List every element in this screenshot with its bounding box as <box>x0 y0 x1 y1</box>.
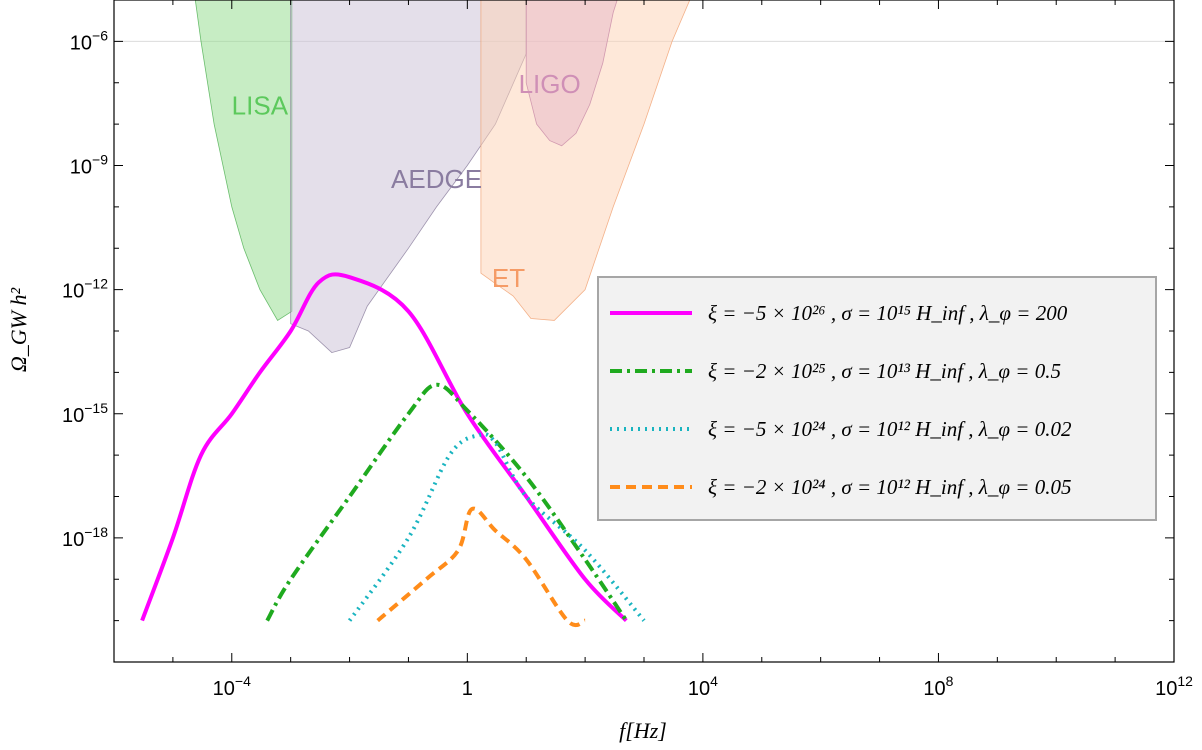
region-label-et: ET <box>492 263 525 293</box>
region-label-lisa: LISA <box>232 90 289 120</box>
legend: ξ = −5 × 10²⁶ , σ = 10¹⁵ H_inf , λ_φ = 2… <box>597 276 1157 521</box>
legend-entry: ξ = −2 × 10²⁵ , σ = 10¹³ H_inf , λ_φ = 0… <box>708 359 1061 383</box>
legend-entry: ξ = −2 × 10²⁴ , σ = 10¹² H_inf , λ_φ = 0… <box>708 475 1071 499</box>
y-tick-label: 10−15 <box>62 400 108 427</box>
series-curves <box>140 272 646 628</box>
x-tick-label: 104 <box>688 673 718 700</box>
series-line-1 <box>140 272 628 623</box>
series-line-4 <box>376 506 586 628</box>
x-tick-label: 1012 <box>1155 673 1193 700</box>
x-tick-label: 1 <box>462 678 473 700</box>
region-ligo <box>525 0 618 147</box>
y-axis-label: Ω_GW h² <box>6 287 31 372</box>
axes: 10−4 1 104 108 1012 10−6 10−9 10−12 10−15 10−18 <box>62 0 1193 700</box>
region-label-ligo: LIGO <box>519 69 581 99</box>
y-tick-label: 10−6 <box>70 27 108 54</box>
legend-entry: ξ = −5 × 10²⁶ , σ = 10¹⁵ H_inf , λ_φ = 2… <box>708 301 1068 325</box>
series-line-3 <box>347 432 646 622</box>
x-tick-label: 108 <box>923 673 953 700</box>
region-labels: LISA AEDGE ET LIGO <box>232 69 581 293</box>
series-line-2 <box>265 382 628 622</box>
sensitivity-regions <box>194 0 691 354</box>
region-label-aedge: AEDGE <box>391 164 482 194</box>
legend-box <box>597 276 1157 521</box>
y-tick-label: 10−12 <box>62 276 108 303</box>
legend-entry: ξ = −5 × 10²⁴ , σ = 10¹² H_inf , λ_φ = 0… <box>708 417 1072 441</box>
y-tick-label: 10−18 <box>62 524 108 551</box>
x-tick-label: 10−4 <box>213 673 251 700</box>
y-tick-label: 10−9 <box>70 152 108 179</box>
x-axis-label: f[Hz] <box>619 718 667 743</box>
